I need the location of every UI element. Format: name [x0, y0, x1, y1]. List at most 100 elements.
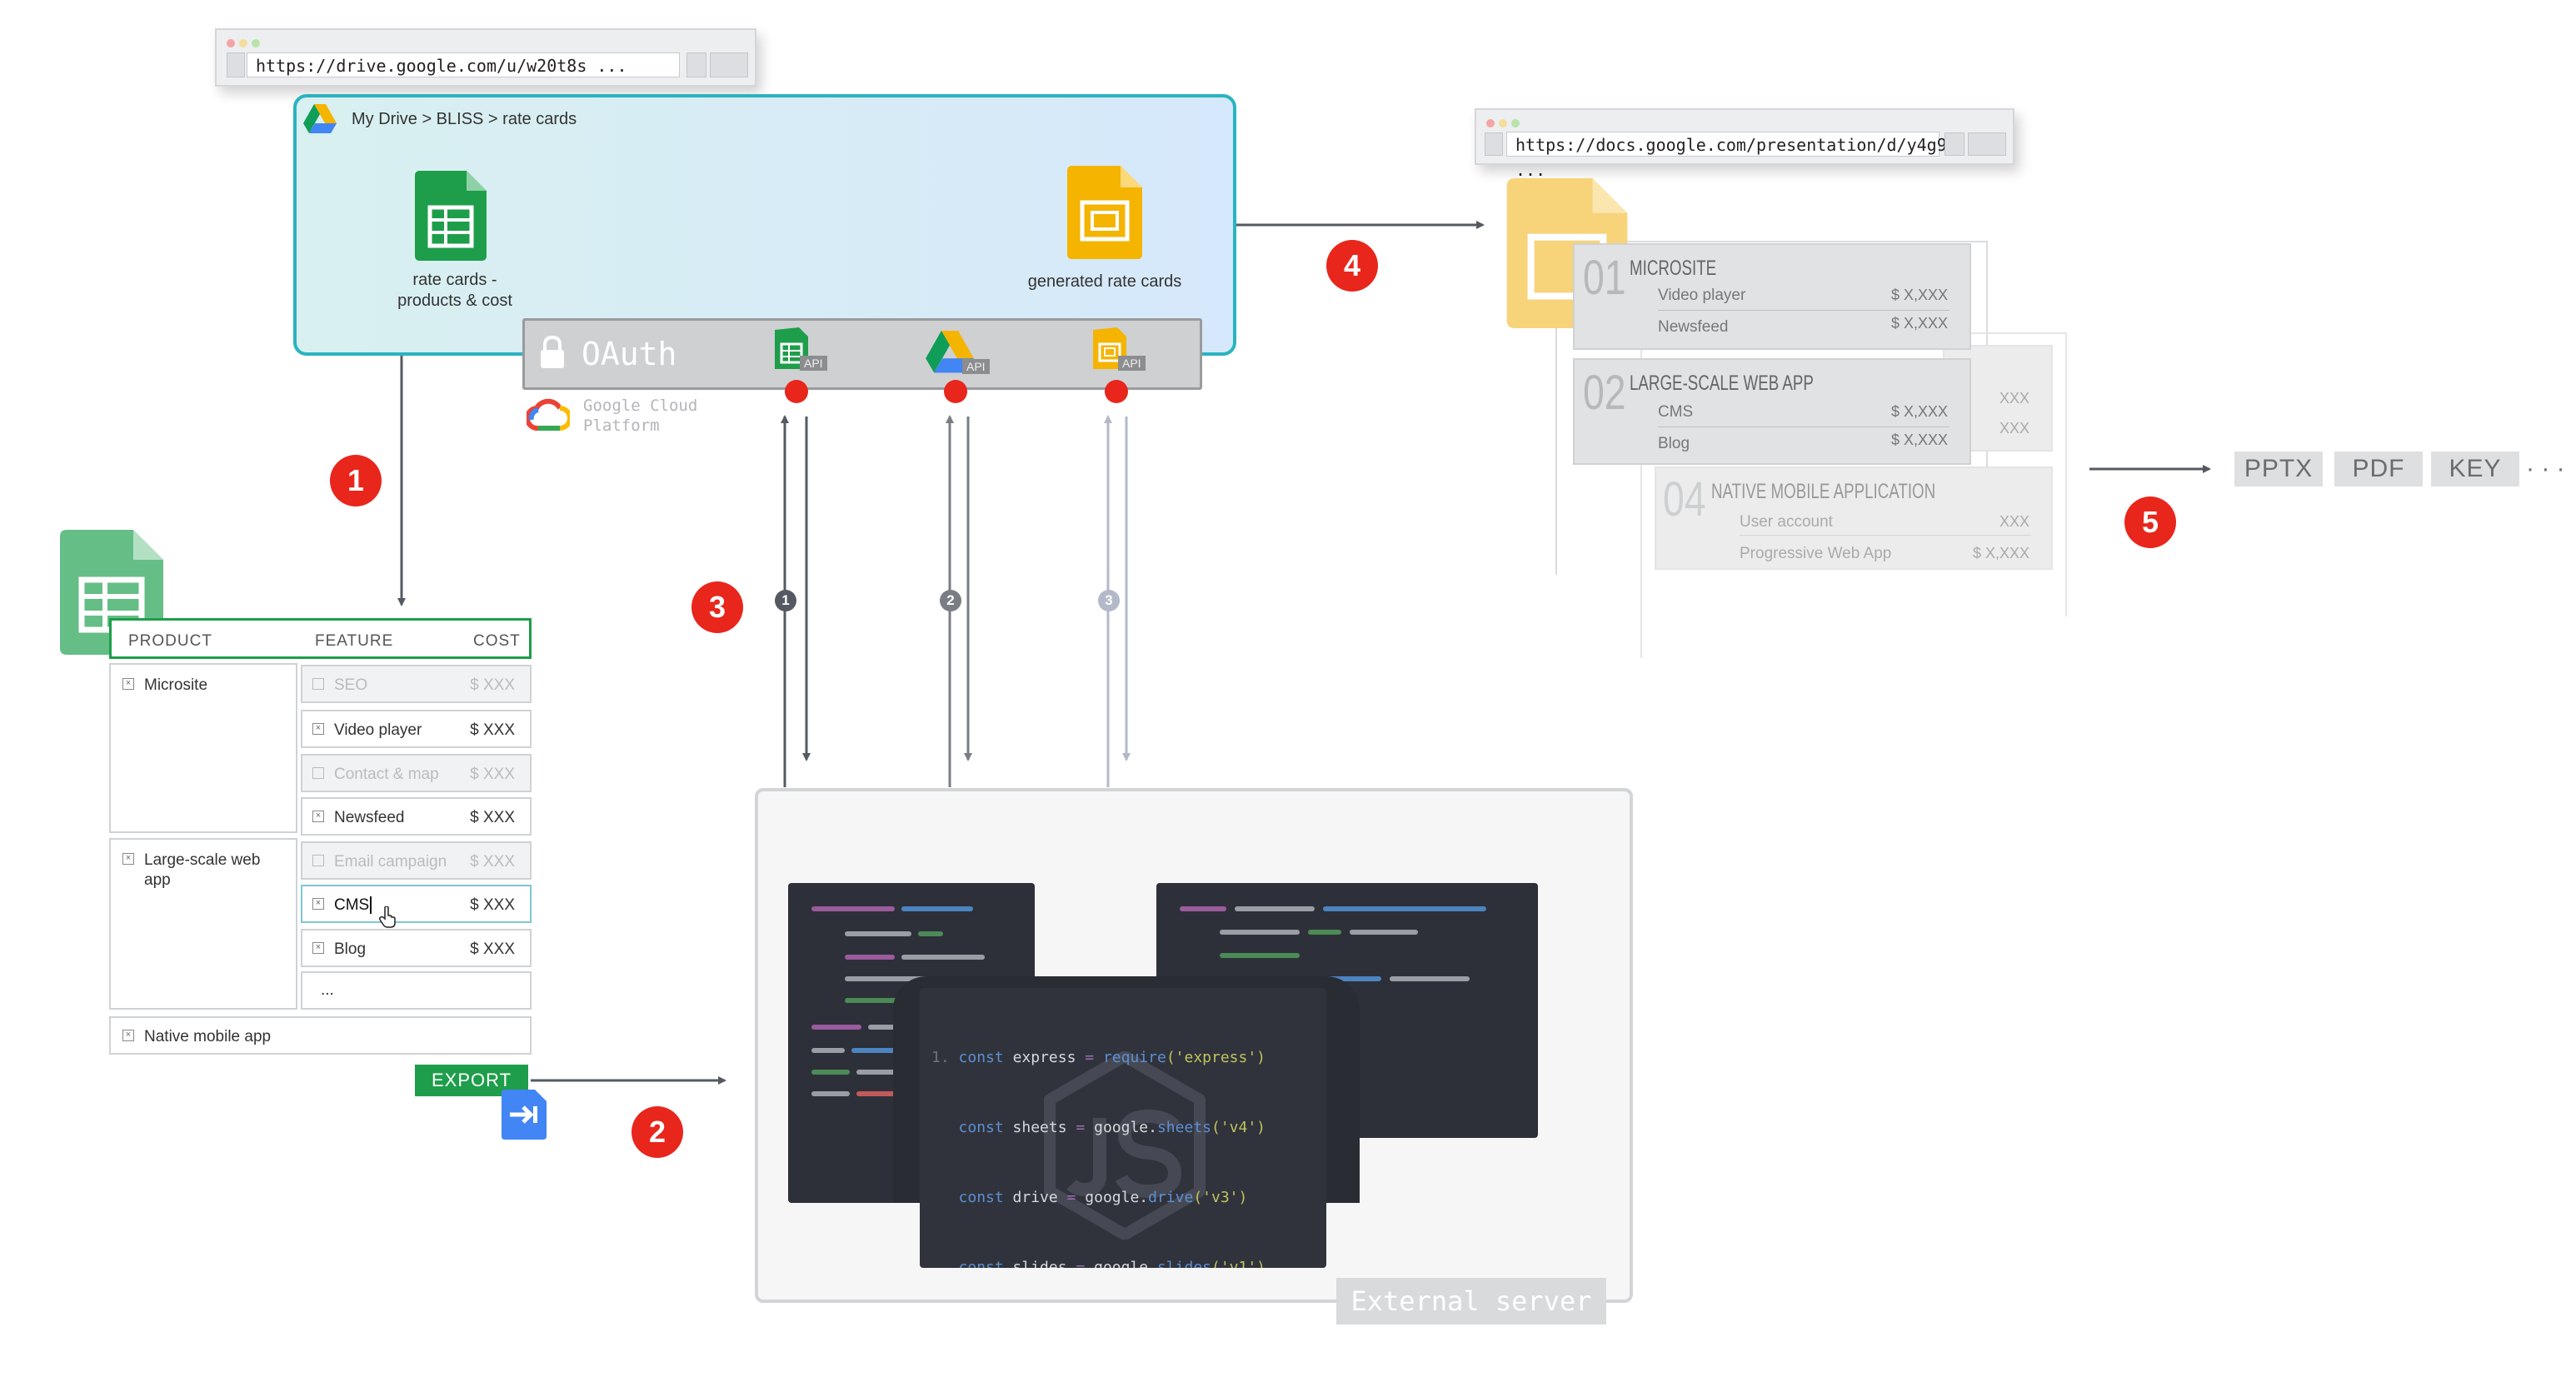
feature-row-cms-editing[interactable]: × CMS $ XXX: [301, 885, 532, 928]
oauth-api-bar: OAuth API API API: [522, 318, 1202, 390]
feature-row-contact-map[interactable]: Contact & map $ XXX: [301, 754, 532, 792]
browser-menu-button[interactable]: [1968, 132, 2006, 156]
feature-price: $ XXX: [470, 809, 515, 826]
browser-action-button[interactable]: [686, 52, 706, 77]
product-checkbox[interactable]: ×Microsite: [122, 676, 207, 695]
sheets-api-endpoint[interactable]: API: [775, 327, 841, 386]
rate-cards-sheet-file[interactable]: rate cards - products & cost: [363, 171, 547, 337]
code-line: [811, 1048, 845, 1053]
checkbox-checked-icon[interactable]: ×: [312, 810, 324, 822]
format-pptx[interactable]: PPTX: [2234, 452, 2323, 486]
step-1-badge: 1: [330, 455, 382, 506]
slide-price: XXX: [1999, 420, 2029, 437]
api-call-1-badge: 1: [775, 590, 796, 611]
product-cell-large-scale[interactable]: ×Large-scale web app: [109, 838, 297, 1010]
hand-cursor-icon: [379, 906, 396, 928]
slide-divider: [1740, 535, 2031, 536]
browser-nav-button[interactable]: [227, 52, 245, 77]
close-dot-icon[interactable]: [1486, 119, 1495, 127]
code-line: [856, 1091, 906, 1096]
slide-title: LARGE-SCALE WEB APP: [1630, 372, 1814, 395]
spreadsheet-header-row: PRODUCT FEATURE COST: [109, 618, 532, 659]
code-line: [1220, 953, 1300, 958]
code-line-3: const drive = google.drive('v3'): [958, 1189, 1248, 1206]
google-slides-icon: [1067, 166, 1142, 259]
code-line: [845, 998, 920, 1003]
checkbox-empty-icon[interactable]: [312, 677, 324, 690]
checkbox-checked-icon: ×: [122, 677, 134, 690]
feature-row-more[interactable]: ...: [301, 971, 532, 1010]
slides-url-field[interactable]: https://docs.google.com/presentation/d/y…: [1506, 132, 1957, 180]
slide-card-01[interactable]: 01 MICROSITE Video player $ X,XXX Newsfe…: [1573, 243, 1971, 350]
maximize-dot-icon[interactable]: [252, 39, 260, 47]
feature-column-header: FEATURE: [315, 632, 394, 650]
feature-row-newsfeed[interactable]: ×Newsfeed $ XXX: [301, 797, 532, 836]
code-window-node: 1. const express = require('express') co…: [920, 988, 1326, 1268]
api-badge: API: [1118, 356, 1146, 371]
code-line: [901, 955, 985, 960]
checkbox-checked-icon[interactable]: ×: [312, 897, 324, 910]
feature-row-seo[interactable]: SEO $ XXX: [301, 665, 532, 703]
format-key[interactable]: KEY: [2431, 452, 2519, 486]
sheet-file-label-1: rate cards -: [412, 271, 497, 289]
code-line: [845, 976, 928, 981]
drive-api-connection-dot: [944, 380, 967, 403]
slides-api-connection-dot: [1105, 380, 1128, 403]
drive-url-field[interactable]: https://drive.google.com/u/w20t8s ...: [247, 52, 680, 77]
feature-name[interactable]: CMS: [334, 896, 372, 914]
minimize-dot-icon[interactable]: [239, 39, 247, 47]
product-checkbox[interactable]: × Native mobile app: [122, 1028, 271, 1046]
code-line: [1390, 976, 1470, 981]
checkbox-checked-icon: ×: [122, 1029, 134, 1041]
code-line: [918, 931, 943, 936]
feature-row-blog[interactable]: ×Blog $ XXX: [301, 929, 532, 967]
slide-row-price: $ X,XXX: [1972, 545, 2029, 561]
slide-row-price: $ X,XXX: [1890, 315, 1948, 332]
feature-name: Video player: [334, 721, 422, 739]
feature-row-video-player[interactable]: × Video player $ XXX: [301, 710, 532, 748]
slide-number: 02: [1583, 366, 1626, 420]
feature-name: SEO: [334, 676, 368, 694]
code-line: [811, 1070, 850, 1075]
code-line: [1235, 906, 1315, 911]
code-line: [811, 906, 895, 911]
checkbox-checked-icon[interactable]: ×: [312, 941, 324, 954]
product-cell-microsite[interactable]: ×Microsite: [109, 663, 297, 833]
drive-api-endpoint[interactable]: API: [925, 327, 1000, 386]
browser-action-button[interactable]: [1944, 132, 1964, 156]
checkbox-checked-icon: ×: [122, 852, 134, 865]
external-server-label: External server: [1336, 1278, 1606, 1325]
checkbox-empty-icon[interactable]: [312, 854, 324, 866]
slide-row-name: Progressive Web App: [1740, 545, 1892, 562]
slide-card-02[interactable]: 02 LARGE-SCALE WEB APP CMS $ X,XXX Blog …: [1573, 358, 1971, 465]
cost-column-header: COST: [473, 632, 521, 650]
feature-row-email-campaign[interactable]: Email campaign $ XXX: [301, 841, 532, 880]
checkbox-checked-icon[interactable]: ×: [312, 722, 324, 735]
product-name-cont: app: [144, 871, 171, 889]
step-3-badge: 3: [691, 581, 743, 633]
browser-menu-button[interactable]: [710, 52, 748, 77]
slide-row-price: $ X,XXX: [1890, 432, 1948, 448]
slides-api-endpoint[interactable]: API: [1093, 327, 1160, 386]
feature-name: Contact & map: [334, 766, 439, 783]
close-dot-icon[interactable]: [227, 39, 235, 47]
slide-title: NATIVE MOBILE APPLICATION: [1711, 480, 1936, 503]
product-name: Native mobile app: [144, 1028, 272, 1045]
window-controls: [1486, 117, 1524, 132]
minimize-dot-icon[interactable]: [1499, 119, 1507, 127]
product-cell-native-mobile[interactable]: × Native mobile app: [109, 1016, 532, 1055]
feature-price: $ XXX: [470, 940, 515, 958]
generated-slides-file[interactable]: generated rate cards: [1009, 166, 1201, 332]
maximize-dot-icon[interactable]: [1511, 119, 1520, 127]
slide-row-name: User account: [1740, 513, 1833, 531]
product-checkbox[interactable]: ×Large-scale web: [122, 851, 260, 870]
feature-price: $ XXX: [470, 896, 515, 914]
format-pdf[interactable]: PDF: [2334, 452, 2423, 486]
browser-nav-button[interactable]: [1485, 132, 1503, 156]
slide-card-04[interactable]: 04 NATIVE MOBILE APPLICATION User accoun…: [1655, 466, 2053, 570]
product-column-header: PRODUCT: [128, 632, 212, 650]
feature-price: $ XXX: [470, 721, 515, 739]
drive-breadcrumb[interactable]: My Drive > BLISS > rate cards: [352, 110, 577, 128]
slide-row-name: Video player: [1658, 287, 1746, 304]
checkbox-empty-icon[interactable]: [312, 766, 324, 779]
